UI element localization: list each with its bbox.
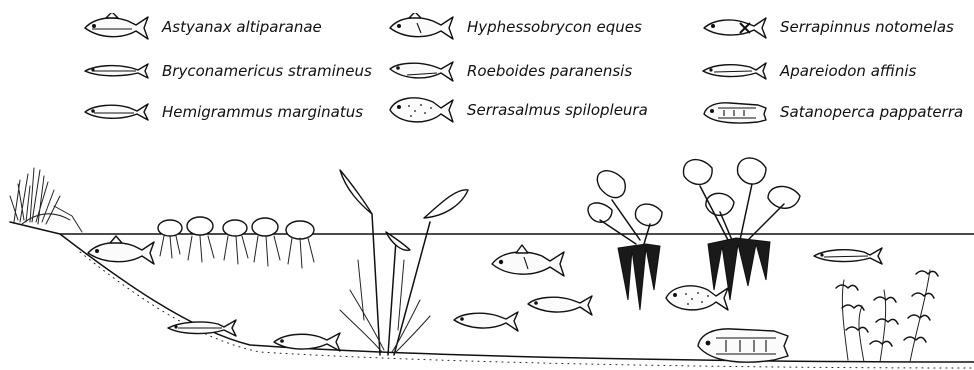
scene-fish-serrasalmus [666, 286, 728, 310]
scene-fish-hemigrammus [274, 333, 340, 351]
legend-label: Astyanax altiparanae [162, 18, 322, 36]
legend-label: Hemigrammus marginatus [162, 103, 363, 121]
legend-label: Hyphessobrycon eques [467, 18, 642, 36]
scene-fish-roeboides [528, 296, 592, 315]
small-fish-icon [82, 98, 152, 126]
emergent-plant [340, 170, 468, 355]
legend-label: Roeboides paranensis [467, 62, 632, 80]
legend-label: Satanoperca pappaterra [780, 103, 963, 121]
legend-item-apareiodon: Apareiodon affinis [700, 56, 916, 86]
water-surface-line [10, 222, 974, 234]
slender-fish-icon [700, 57, 770, 85]
scene-fish-satanoperca [698, 329, 788, 362]
scene-fish-hyphessobrycon [492, 245, 564, 276]
piranha-fish-icon [387, 94, 457, 126]
legend-item-astyanax: Astyanax altiparanae [82, 12, 322, 42]
glass-fish-icon [387, 57, 457, 85]
legend-label: Serrasalmus spilopleura [467, 101, 648, 119]
legend-item-serrapinnus: Serrapinnus notomelas [700, 12, 954, 42]
legend-item-satanoperca: Satanoperca pappaterra [700, 97, 963, 127]
legend-item-roeboides: Roeboides paranensis [387, 56, 632, 86]
tetra-fish-icon [82, 13, 152, 41]
slender-fish-icon [82, 57, 152, 85]
cichlid-fish-icon [700, 98, 770, 126]
floating-plants [158, 217, 314, 268]
legend-item-hyphessobrycon: Hyphessobrycon eques [387, 12, 642, 42]
legend-item-serrasalmus: Serrasalmus spilopleura [387, 95, 648, 125]
littoral-habitat-scene [0, 140, 974, 370]
legend-item-hemigrammus: Hemigrammus marginatus [82, 97, 363, 127]
tetra-fish-icon [387, 13, 457, 41]
scene-fish-astyanax [88, 236, 154, 264]
legend-label: Bryconamericus stramineus [162, 62, 372, 80]
legend-item-bryconamericus: Bryconamericus stramineus [82, 56, 372, 86]
scene-fish-roeboides-2 [454, 312, 518, 331]
legend-label: Apareiodon affinis [780, 62, 916, 80]
scene-fish-apareiodon [814, 248, 882, 264]
legend-label: Serrapinnus notomelas [780, 18, 954, 36]
shoreline-grass [10, 168, 82, 232]
small-fish-icon [700, 13, 770, 41]
species-legend: Astyanax altiparanae Hyphessobrycon eque… [0, 0, 974, 140]
submerged-plant [836, 270, 938, 362]
scene-fish-bryconamericus [168, 320, 236, 336]
